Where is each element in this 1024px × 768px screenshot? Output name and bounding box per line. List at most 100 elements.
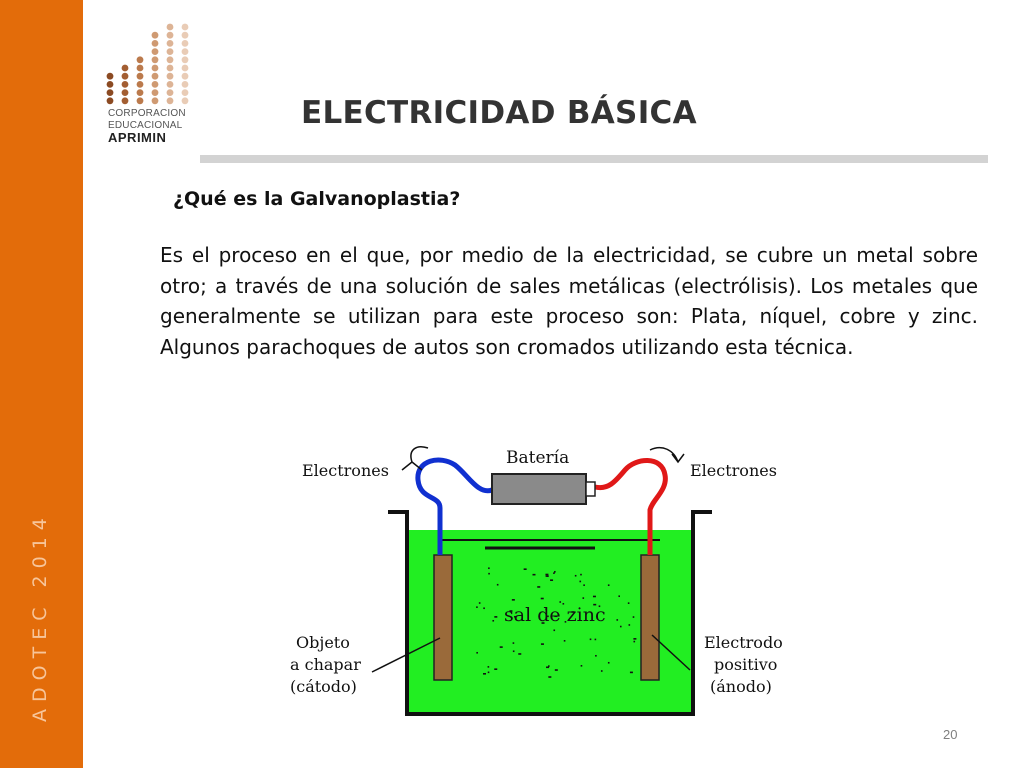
logo-dot (181, 72, 189, 80)
logo-dot (181, 56, 189, 64)
logo-dot (151, 64, 159, 72)
logo-dot (181, 23, 189, 31)
ion-particle (545, 575, 549, 577)
logo-dot (166, 81, 174, 88)
ion-particle (548, 665, 550, 667)
ion-particle (499, 646, 503, 648)
ion-particle (616, 619, 619, 621)
tank-outline (388, 510, 712, 716)
ion-particle (487, 671, 490, 674)
ion-particle (541, 622, 545, 624)
ion-particle (483, 607, 485, 610)
logo-dot (166, 40, 174, 47)
ion-particle (509, 610, 513, 612)
ion-particle (512, 642, 515, 644)
ion-particle (618, 595, 621, 598)
logo-dot (166, 64, 174, 72)
ion-particle (553, 629, 556, 632)
ion-particle (593, 603, 597, 606)
ion-particle (476, 606, 478, 608)
logo-dot (151, 72, 159, 80)
logo-dot (151, 81, 159, 88)
ion-particle (518, 653, 522, 655)
ion-particle (583, 584, 585, 586)
page-number: 20 (943, 727, 958, 742)
battery-terminal (585, 481, 596, 497)
logo-dot (181, 97, 189, 105)
anode-label-1: Electrodo (704, 633, 783, 652)
ion-particle (532, 573, 536, 576)
ion-particle (545, 608, 547, 610)
ion-particle (488, 567, 490, 570)
ion-particle (580, 665, 583, 667)
logo-dot (121, 72, 129, 80)
ion-particle (563, 640, 566, 642)
logo-dot (121, 64, 129, 72)
electron-arrow-right-icon (649, 446, 685, 464)
slide-body-text: Es el proceso en el que, por medio de la… (160, 243, 978, 359)
ion-particle (579, 580, 582, 583)
sidebar-bar: ADOTEC 2014 (0, 0, 83, 768)
electrons-left-label: Electrones (302, 461, 389, 480)
ion-particle (589, 638, 592, 641)
ion-particle (574, 574, 577, 577)
ion-particle (514, 615, 516, 618)
logo-dot (181, 81, 189, 88)
logo-dots-icon (106, 23, 189, 105)
ion-particle (619, 625, 622, 628)
ion-particle (554, 615, 558, 618)
anode-label-3: (ánodo) (710, 677, 772, 696)
positive-wire (594, 458, 668, 555)
cathode-pointer (371, 637, 441, 673)
ion-particle (559, 601, 562, 603)
logo-dot (136, 97, 144, 105)
sidebar-vertical-text: ADOTEC 2014 (29, 511, 51, 722)
cathode-electrode (433, 554, 453, 681)
logo-dot (136, 81, 144, 88)
ion-particle (548, 676, 552, 678)
ion-particle (600, 670, 603, 672)
ion-particle (553, 572, 555, 574)
cathode-label-1: Objeto (296, 633, 350, 652)
ion-particle (571, 611, 575, 613)
slide-question: ¿Qué es la Galvanoplastia? (173, 188, 461, 210)
logo-dot (106, 72, 114, 80)
logo-dot (181, 89, 189, 96)
ion-particle (632, 616, 635, 618)
ion-particle (629, 671, 633, 674)
ion-particle (627, 602, 630, 604)
electroplating-diagram: Batería Electrones Electrones sal de zin… (290, 446, 783, 716)
logo-line-1: CORPORACION (108, 108, 186, 119)
logo-dot (121, 89, 129, 96)
ion-particle (595, 654, 597, 657)
slide-title: ELECTRICIDAD BÁSICA (301, 95, 697, 131)
battery-body (491, 473, 587, 505)
ion-particle (580, 573, 582, 576)
ion-particle (512, 650, 515, 653)
ion-particle (562, 602, 565, 605)
solution-label: sal de zinc (504, 604, 606, 626)
ion-particle (594, 638, 597, 641)
ion-particle (564, 621, 567, 623)
ion-particle (523, 568, 527, 570)
logo-text: CORPORACION EDUCACIONAL APRIMIN (108, 108, 186, 144)
logo-dot (181, 64, 189, 72)
logo-line-3: APRIMIN (108, 130, 167, 145)
logo-dot (151, 40, 159, 47)
negative-wire (415, 457, 493, 555)
ion-particle (607, 661, 610, 664)
ion-particle (492, 619, 495, 622)
logo-dot (136, 64, 144, 72)
ion-particle (540, 597, 544, 600)
ion-particle (607, 584, 610, 586)
ion-particle (554, 570, 556, 573)
ion-particle (545, 573, 549, 576)
logo-dot (151, 48, 159, 55)
ion-particle (496, 583, 499, 586)
ion-particle (550, 579, 554, 581)
ion-particle (476, 651, 478, 654)
ion-particles (476, 567, 637, 678)
ion-particle (478, 602, 481, 604)
logo-dot (106, 89, 114, 96)
ion-particle (598, 605, 601, 608)
